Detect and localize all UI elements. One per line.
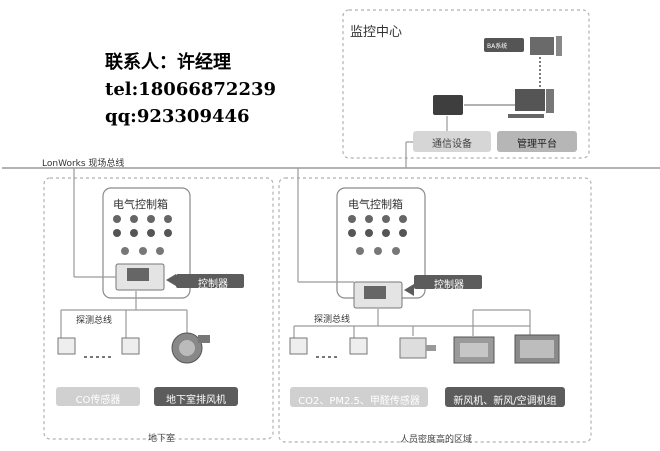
right-controller-tag: [414, 275, 482, 289]
right-zone-box: [278, 177, 592, 443]
co-sensor-label: CO传感器: [75, 395, 121, 406]
mgmt-platform-tag: [497, 131, 577, 152]
right-cabinet-title: 电气控制箱: [348, 198, 403, 211]
basement-fan-tag: [154, 387, 238, 406]
air-sensor-tag: [290, 387, 428, 407]
contact-name: 联系人：许经理: [105, 52, 231, 73]
lonworks-bus-label: LonWorks 现场总线: [42, 159, 125, 169]
mgmt-pc-tower-icon: [546, 89, 554, 113]
monitor-screen-icon: [530, 37, 554, 55]
left-controller-tag: [176, 274, 244, 288]
right-cabinet-indicators: [348, 215, 407, 255]
comm-device-label: 通信设备: [432, 139, 472, 150]
basement-zone-label: 地下室: [148, 434, 176, 444]
ba-system-box: [484, 38, 524, 52]
left-probe-bus-label: 探测总线: [76, 316, 113, 326]
air-sensor-icon: [289, 337, 308, 355]
monitor-center-box: [342, 9, 590, 159]
mgmt-platform-label: 管理平台: [517, 139, 557, 150]
air-sensor-label: CO2、PM2.5、甲醛传感器: [298, 396, 420, 407]
basement-fan-label: 地下室排风机: [166, 395, 226, 406]
right-probe-bus-label: 探测总线: [314, 315, 351, 325]
ahu-tag: [445, 387, 565, 407]
air-sensor-icon: [349, 337, 368, 355]
comm-device-icon: [433, 95, 463, 115]
contact-qq: qq:923309446: [105, 106, 250, 127]
right-controller-label: 控制器: [434, 280, 464, 291]
mgmt-pc-screen-icon: [515, 89, 545, 111]
monitor-center-title: 监控中心: [350, 25, 403, 40]
mgmt-pc-keyboard-icon: [508, 114, 544, 118]
comm-device-tag: [413, 131, 491, 152]
high-density-zone-label: 人员密度高的区域: [400, 435, 473, 445]
ahu-label: 新风机、新风/空调机组: [453, 396, 557, 407]
left-cabinet-indicators: [113, 215, 172, 255]
left-zone-box: [43, 177, 274, 440]
pc-tower-icon: [556, 36, 562, 56]
co-sensor-icon: [121, 337, 140, 355]
duct-sensor-icon: [399, 337, 427, 359]
contact-tel: tel:18066872239: [105, 79, 277, 100]
co-sensor-tag: [56, 387, 140, 406]
left-cabinet-title: 电气控制箱: [113, 198, 168, 211]
co-sensor-icon: [57, 337, 76, 355]
left-controller-label: 控制器: [198, 279, 228, 290]
ba-system-label: BA系统: [487, 43, 508, 50]
